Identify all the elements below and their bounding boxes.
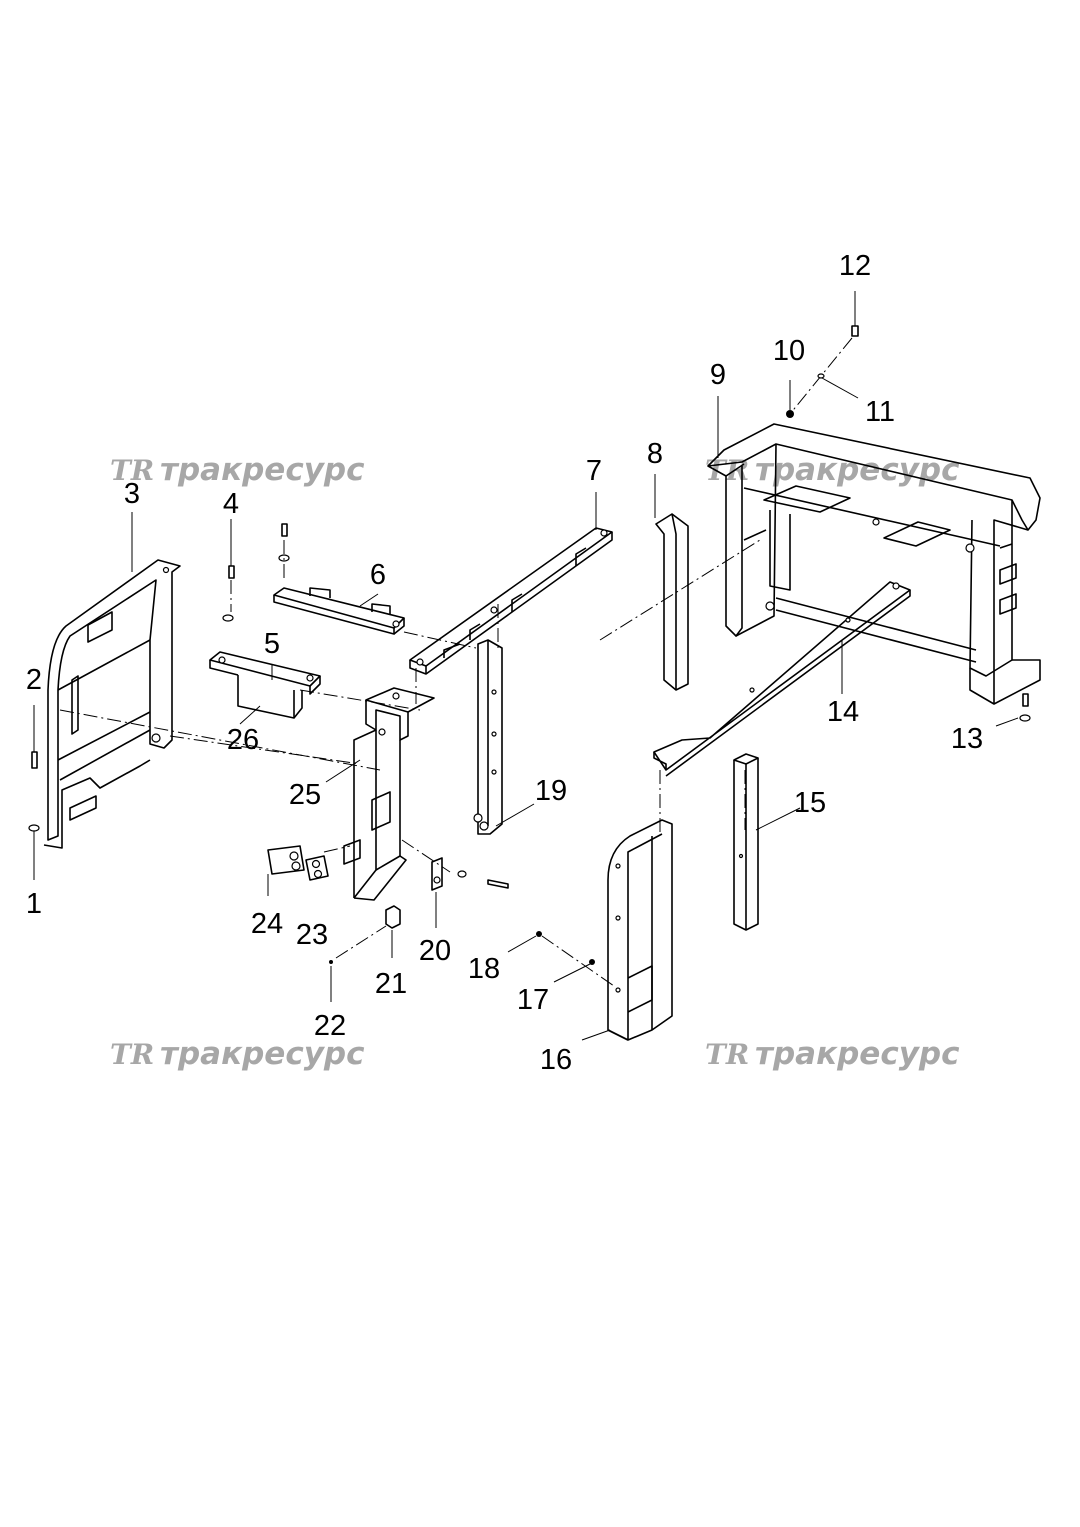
- part-25-front-post: [325, 687, 435, 901]
- part-24-plate: [267, 845, 305, 896]
- callout-2: 2: [26, 664, 42, 696]
- part-20-bracket: [431, 857, 443, 928]
- callout-20: 20: [419, 935, 451, 967]
- part-15-leg: [733, 753, 801, 931]
- part-23-plate: [305, 855, 329, 881]
- callout-5: 5: [264, 628, 280, 660]
- part-9-main-frame: [707, 423, 1041, 705]
- part-7-long-bar: [409, 527, 613, 675]
- part-1-washer: [28, 824, 40, 880]
- watermark-top-left: TR тракресурс: [110, 452, 365, 488]
- svg-text:тракресурс: тракресурс: [755, 1036, 960, 1072]
- part-11-washer: [817, 373, 859, 399]
- part-13-fastener: [995, 693, 1031, 727]
- part-6-plate: [273, 523, 405, 635]
- callout-labels: 1 2 3 4 5 6 7 8 9 10 11 12 13 14 15 16 1…: [26, 250, 983, 1076]
- part-18-bolt: [507, 931, 615, 987]
- part-14-cross-bar: [653, 581, 911, 777]
- callout-22: 22: [314, 1010, 346, 1042]
- callout-21: 21: [375, 968, 407, 1000]
- callout-8: 8: [647, 438, 663, 470]
- part-5-bracket: [209, 519, 321, 719]
- callout-16: 16: [540, 1044, 572, 1076]
- callout-24: 24: [251, 908, 283, 940]
- watermark-bottom-right: TR тракресурс: [705, 1036, 960, 1072]
- alignment-lines: [59, 539, 761, 959]
- callout-10: 10: [773, 335, 805, 367]
- callout-18: 18: [468, 953, 500, 985]
- svg-text:TR: TR: [705, 1038, 749, 1071]
- part-22-dot: [329, 960, 333, 1002]
- callout-17: 17: [517, 984, 549, 1016]
- callout-1: 1: [26, 888, 42, 920]
- callout-12: 12: [839, 250, 871, 282]
- svg-text:тракресурс: тракресурс: [755, 452, 960, 488]
- callout-23: 23: [296, 919, 328, 951]
- part-19-channel: [473, 639, 535, 835]
- callout-25: 25: [289, 779, 321, 811]
- svg-text:TR: TR: [110, 1038, 154, 1071]
- part-8-angle: [655, 513, 689, 691]
- svg-text:тракресурс: тракресурс: [160, 452, 365, 488]
- leader-lines: [131, 396, 719, 958]
- part-2-bolt: [31, 705, 38, 769]
- callout-7: 7: [586, 455, 602, 487]
- part-3-left-frame: [43, 559, 181, 849]
- callout-9: 9: [710, 359, 726, 391]
- svg-text:TR: TR: [110, 454, 154, 487]
- callout-6: 6: [370, 559, 386, 591]
- callout-13: 13: [951, 723, 983, 755]
- svg-text:тракресурс: тракресурс: [160, 1036, 365, 1072]
- washer-bolt-group: [457, 870, 509, 889]
- callout-3: 3: [124, 478, 140, 510]
- callout-19: 19: [535, 775, 567, 807]
- part-17-washer: [553, 959, 595, 983]
- callout-26: 26: [227, 724, 259, 756]
- part-10-nut: [786, 380, 794, 418]
- callout-14: 14: [827, 696, 859, 728]
- callout-15: 15: [794, 787, 826, 819]
- watermark-bottom-left: TR тракресурс: [110, 1036, 365, 1072]
- callout-4: 4: [223, 488, 239, 520]
- callout-11: 11: [865, 396, 895, 428]
- part-21-block: [385, 905, 401, 958]
- part-16-front-frame: [581, 819, 673, 1041]
